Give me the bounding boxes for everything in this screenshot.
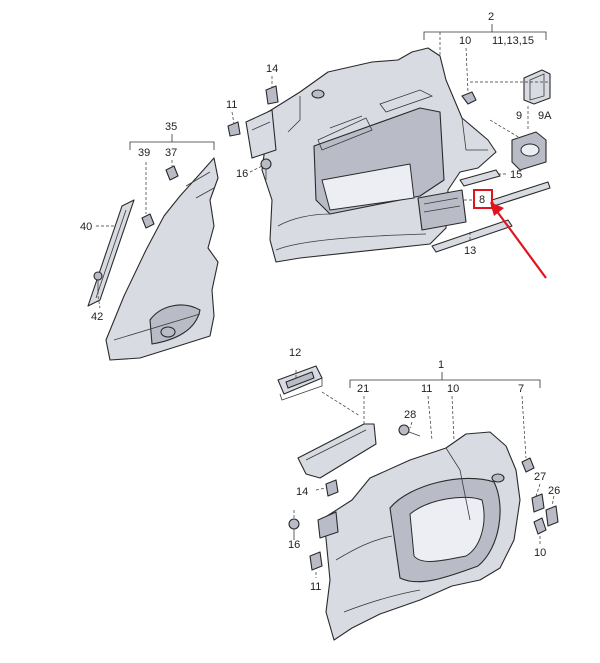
part-11-clip-top xyxy=(227,109,277,159)
highlight-box-8 xyxy=(473,189,493,209)
callout-16-top: 16 xyxy=(236,168,248,180)
part-21-cover-panel xyxy=(297,423,377,479)
callout-40: 40 xyxy=(80,221,92,233)
trim-panel-bottom xyxy=(317,431,521,641)
callout-2: 2 xyxy=(488,11,494,23)
callout-26: 26 xyxy=(548,485,560,497)
callout-8: 8 xyxy=(479,194,485,206)
callout-35: 35 xyxy=(165,121,177,133)
callout-7: 7 xyxy=(518,383,524,395)
trim-panel-top xyxy=(261,47,497,263)
callout-21: 21 xyxy=(357,383,369,395)
callout-11-13-15: 11,13,15 xyxy=(492,35,534,47)
callout-9a: 9A xyxy=(538,110,552,122)
callout-10-bottom: 10 xyxy=(534,547,546,559)
callout-10-mid: 10 xyxy=(447,383,459,395)
part-10-clip-top xyxy=(461,91,477,105)
callout-1: 1 xyxy=(438,359,444,371)
callout-11-top: 11 xyxy=(226,99,237,111)
callout-labels: 2 10 11,13,15 14 11 16 9 9A 15 8 13 35 3… xyxy=(80,11,560,593)
callout-39: 39 xyxy=(138,147,150,159)
callout-14-top: 14 xyxy=(266,63,278,75)
callout-27: 27 xyxy=(534,471,546,483)
part-16-screw-top xyxy=(260,158,272,180)
callout-15: 15 xyxy=(510,169,522,181)
highlight-arrow xyxy=(490,202,547,279)
part-28-screw xyxy=(398,424,421,437)
part-37-clip xyxy=(165,165,179,181)
part-8-pocket xyxy=(417,189,467,231)
part-14-bracket-bottom xyxy=(325,479,339,497)
callout-12: 12 xyxy=(289,347,301,359)
pillar-trim-left xyxy=(105,157,219,361)
callout-14-bottom: 14 xyxy=(296,486,308,498)
callout-9: 9 xyxy=(516,110,522,122)
callout-11-mid: 11 xyxy=(421,383,432,395)
part-42-pin xyxy=(93,271,103,294)
part-14-bracket-top xyxy=(265,85,279,105)
part-12-handle xyxy=(277,365,323,401)
part-15-strip xyxy=(459,169,501,187)
part-10-clip-bottom xyxy=(533,517,547,535)
part-9a-cover xyxy=(523,69,551,105)
part-26-clip xyxy=(545,505,559,527)
callout-13: 13 xyxy=(464,245,476,257)
part-39-clip xyxy=(141,213,155,229)
part-9-socket xyxy=(511,131,547,171)
part-16-screw-bottom xyxy=(288,518,300,540)
part-7-clip xyxy=(521,457,535,473)
callout-11-bottom: 11 xyxy=(310,581,321,593)
callout-42: 42 xyxy=(91,311,103,323)
callout-10-top: 10 xyxy=(459,35,471,47)
callout-16-bottom: 16 xyxy=(288,539,300,551)
part-27-clip xyxy=(531,493,545,513)
leader-lines xyxy=(96,24,555,578)
callout-28: 28 xyxy=(404,409,416,421)
part-11-clip-bottom xyxy=(309,551,323,571)
callout-37: 37 xyxy=(165,147,177,159)
